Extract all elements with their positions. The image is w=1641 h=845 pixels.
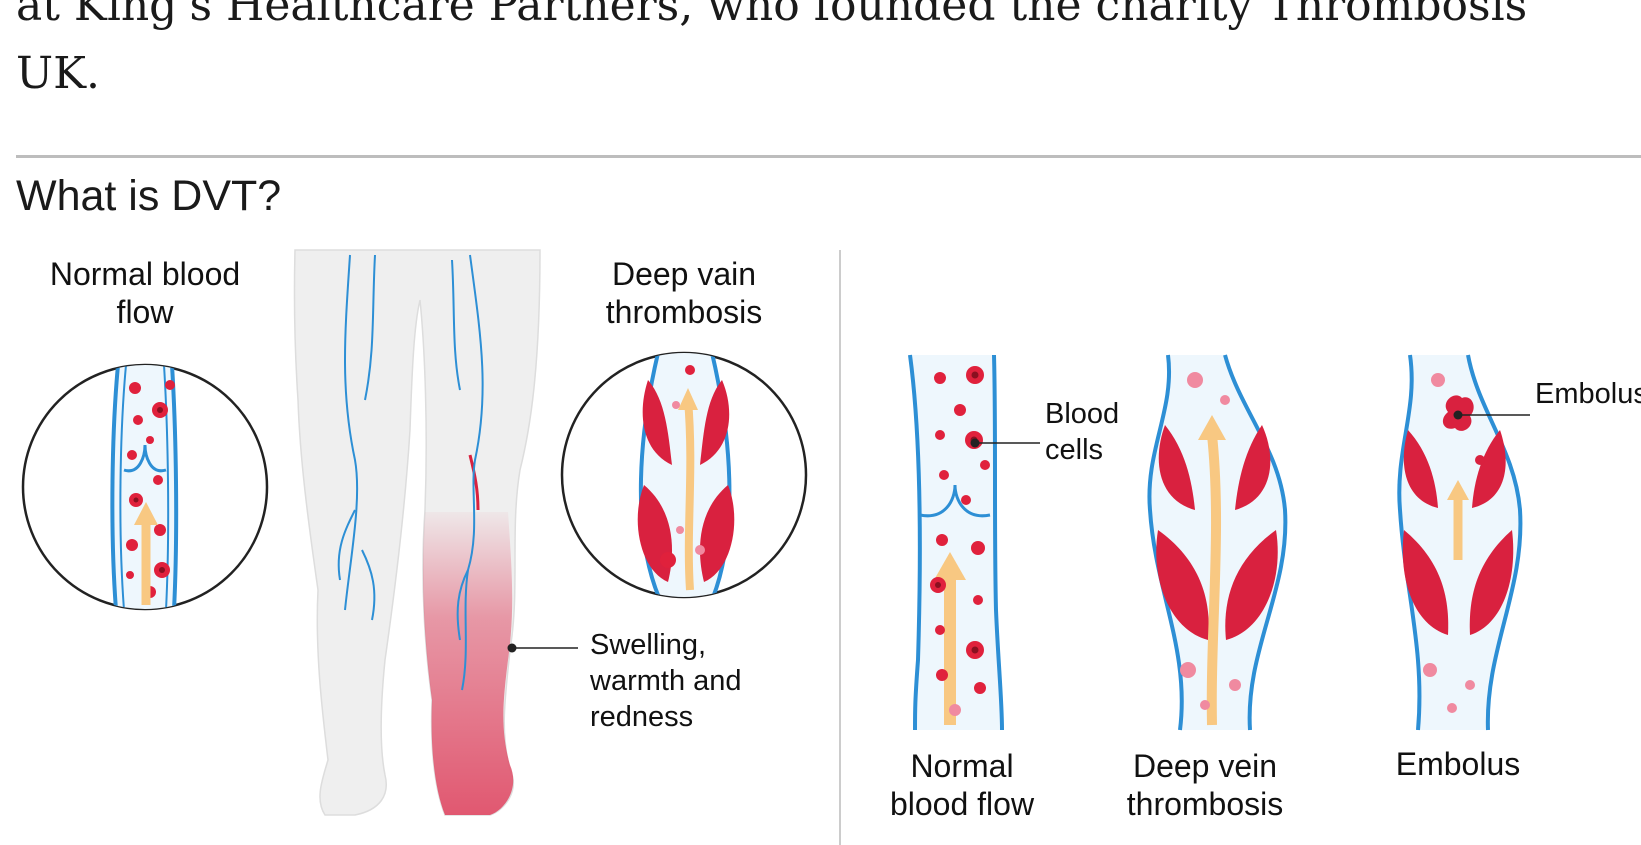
dvt-diagram: Normal blood flow (0, 230, 1641, 845)
symptom-label: Swelling, (590, 629, 706, 661)
symptom-label-2: warmth and (589, 665, 742, 697)
symptom-label-3: redness (590, 701, 693, 733)
section-divider (16, 155, 1641, 158)
dvt-magnifier (562, 353, 806, 600)
normal-caption-2: blood flow (890, 786, 1035, 822)
dvt-caption: Deep vein (1133, 748, 1277, 784)
normal-flow-label-2: flow (117, 294, 175, 330)
embolus-vein-illustration (1399, 355, 1530, 730)
normal-flow-magnifier (23, 365, 267, 610)
section-title: What is DVT? (16, 170, 281, 222)
blood-cells-label-2: cells (1045, 434, 1103, 466)
normal-caption: Normal (910, 748, 1013, 784)
embolus-callout-label: Embolus (1535, 378, 1641, 410)
article-paragraph-tail: at King's Healthcare Partners, who found… (16, 0, 1616, 108)
dvt-vein-illustration (1149, 355, 1285, 730)
embolus-caption: Embolus (1396, 746, 1521, 782)
dvt-caption-2: thrombosis (1127, 786, 1284, 822)
legs-illustration (294, 250, 578, 815)
dvt-label: Deep vain (612, 256, 756, 292)
blood-cells-label: Blood (1045, 398, 1119, 430)
normal-vein-illustration (910, 355, 1040, 730)
normal-flow-label: Normal blood (50, 256, 240, 292)
dvt-label-2: thrombosis (606, 294, 763, 330)
